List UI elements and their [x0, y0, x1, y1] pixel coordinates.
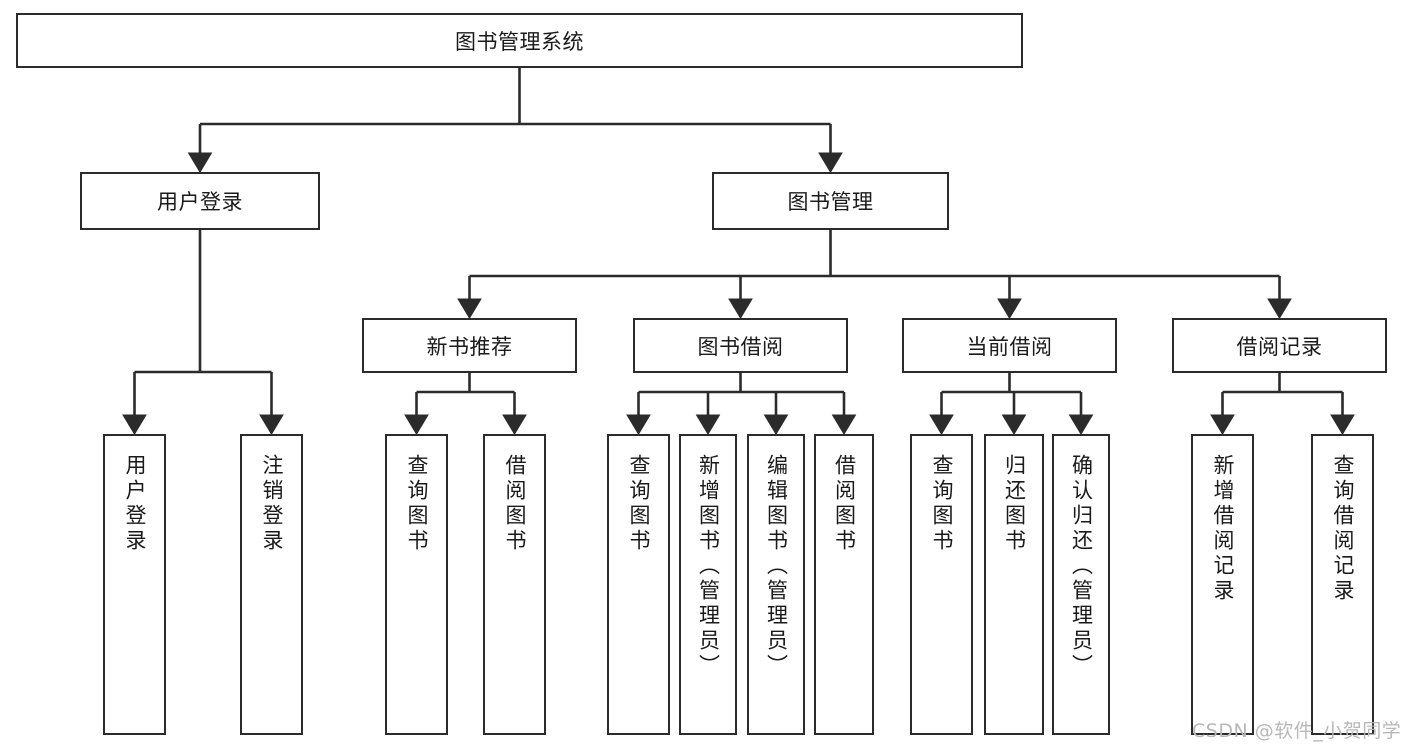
- node-label: 查询图书: [405, 454, 429, 554]
- node-current-borrowing[interactable]: 当前借阅: [902, 318, 1117, 373]
- node-label: 用户登录: [123, 454, 147, 554]
- node-label: 用户登录: [157, 190, 243, 214]
- node-user-login[interactable]: 用户登录: [80, 172, 320, 230]
- node-label: 查询图书: [627, 454, 651, 554]
- watermark: CSDN @软件_小贺同学: [1192, 720, 1402, 742]
- node-book-borrowing[interactable]: 图书借阅: [633, 318, 848, 373]
- node-label: 借阅记录: [1236, 334, 1323, 359]
- node-label: 查询借阅记录: [1331, 454, 1355, 604]
- node-leaf-user-login[interactable]: 用户登录: [103, 434, 166, 735]
- node-leaf-add-record[interactable]: 新增借阅记录: [1191, 434, 1254, 735]
- node-label: 借阅图书: [503, 454, 527, 554]
- node-label: 图书管理: [787, 190, 874, 214]
- node-leaf-logout[interactable]: 注销登录: [240, 434, 303, 735]
- node-leaf-return-book[interactable]: 归还图书: [984, 434, 1044, 735]
- node-leaf-edit-book[interactable]: 编辑图书（管理员）: [747, 434, 805, 735]
- node-label: 编辑图书（管理员）: [764, 454, 789, 679]
- node-leaf-add-book[interactable]: 新增图书（管理员）: [679, 434, 737, 735]
- node-label: 图书借阅: [697, 334, 784, 359]
- node-book-management[interactable]: 图书管理: [712, 172, 949, 230]
- node-label: 借阅图书: [832, 454, 857, 554]
- node-label: 图书管理系统: [455, 29, 584, 54]
- node-leaf-query-record[interactable]: 查询借阅记录: [1311, 434, 1374, 735]
- node-label: 归还图书: [1002, 454, 1027, 554]
- node-leaf-confirm-return[interactable]: 确认归还（管理员）: [1052, 434, 1110, 735]
- node-label: 新增图书（管理员）: [696, 454, 721, 679]
- node-new-book-recommendation[interactable]: 新书推荐: [362, 318, 577, 373]
- node-label: 当前借阅: [966, 334, 1053, 359]
- node-label: 新增借阅记录: [1211, 454, 1235, 604]
- node-label: 查询图书: [930, 454, 954, 554]
- node-leaf-borrow-book-a[interactable]: 借阅图书: [483, 434, 546, 735]
- node-root[interactable]: 图书管理系统: [16, 13, 1023, 68]
- node-label: 确认归还（管理员）: [1069, 454, 1094, 679]
- node-label: 注销登录: [260, 454, 284, 554]
- node-leaf-query-book-c[interactable]: 查询图书: [910, 434, 973, 735]
- node-borrowing-records[interactable]: 借阅记录: [1172, 318, 1387, 373]
- node-leaf-borrow-book-b[interactable]: 借阅图书: [814, 434, 874, 735]
- node-leaf-query-book-b[interactable]: 查询图书: [607, 434, 670, 735]
- node-leaf-query-book-a[interactable]: 查询图书: [385, 434, 448, 735]
- node-label: 新书推荐: [426, 334, 513, 359]
